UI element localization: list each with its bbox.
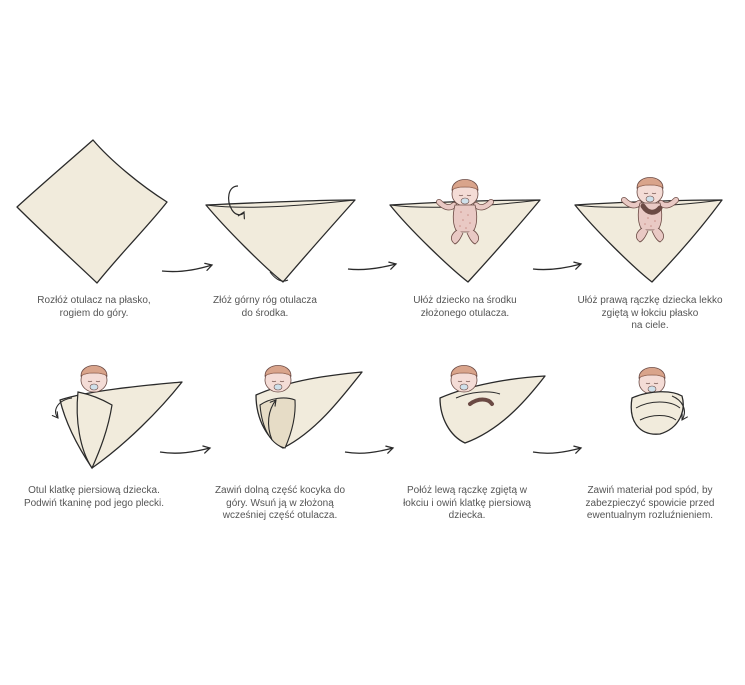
blanket-icon xyxy=(439,375,546,444)
next-step-arrow-icon xyxy=(347,261,398,271)
baby-icon xyxy=(264,365,292,393)
row-1-arrows xyxy=(161,261,583,273)
step-5-caption: Otul klatkę piersiową dziecka. Podwiń tk… xyxy=(23,485,165,509)
baby-icon xyxy=(638,367,666,395)
step-7-illustration xyxy=(439,365,546,444)
blanket-icon xyxy=(630,391,684,435)
fold-arrow-icon xyxy=(228,185,245,220)
step-8-illustration xyxy=(630,367,688,435)
step-3-illustration xyxy=(389,180,541,283)
step-1-caption: Rozłóż otulacz na płasko, rogiem do góry… xyxy=(37,295,151,319)
baby-icon xyxy=(450,365,478,393)
next-step-arrow-icon xyxy=(532,261,583,271)
step-1-illustration xyxy=(16,139,168,284)
step-4-illustration xyxy=(574,178,723,283)
step-6-caption: Zawiń dolną część kocyka do góry. Wsuń j… xyxy=(214,485,346,521)
row-2-arrows xyxy=(159,445,583,454)
blanket-icon xyxy=(16,139,168,284)
next-step-arrow-icon xyxy=(161,262,214,273)
next-step-arrow-icon xyxy=(344,445,395,454)
blanket-icon xyxy=(205,199,356,283)
next-step-arrow-icon xyxy=(532,445,583,454)
step-4-caption: Ułóż prawą rączkę dziecka lekko zgiętą w… xyxy=(577,295,723,331)
step-2-illustration xyxy=(205,185,356,283)
step-6-illustration xyxy=(255,365,363,449)
step-3-caption: Ułóż dziecko na środku złożonego otulacz… xyxy=(413,295,517,319)
next-step-arrow-icon xyxy=(159,445,212,454)
baby-icon xyxy=(80,365,108,393)
step-7-caption: Połóż lewą rączkę zgiętą w łokciu i owiń… xyxy=(403,485,531,521)
step-5-illustration xyxy=(51,365,183,470)
step-2-caption: Złóż górny róg otulacza do środka. xyxy=(213,295,317,319)
step-8-caption: Zawiń materiał pod spód, by zabezpieczyć… xyxy=(585,485,715,521)
